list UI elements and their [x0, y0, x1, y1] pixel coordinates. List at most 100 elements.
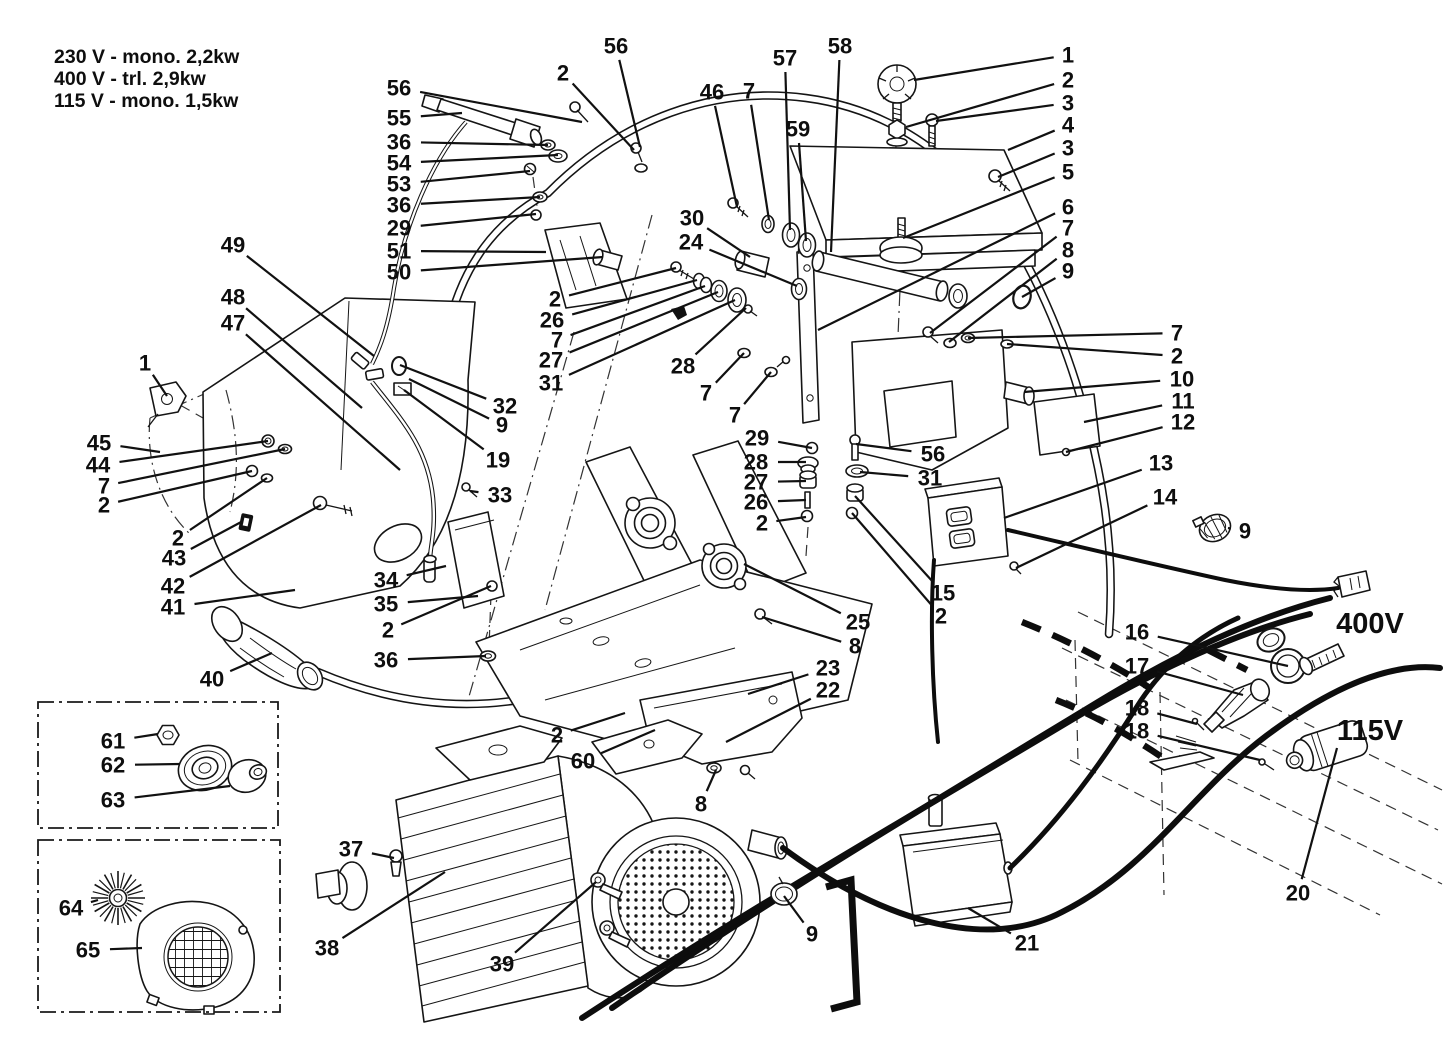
blade-guard-panel	[147, 297, 476, 609]
callout-label: 29	[745, 426, 769, 451]
handle-grip	[210, 605, 324, 691]
leader-line	[400, 584, 492, 626]
leader-line	[420, 153, 559, 163]
leader-line	[419, 90, 583, 124]
leader-line	[341, 871, 446, 939]
leader-line	[776, 515, 807, 523]
leader-line	[855, 442, 912, 453]
callout-label: 6	[1062, 195, 1074, 220]
bearing-flange-25a	[624, 496, 678, 551]
callout-label: 29	[387, 216, 411, 241]
callout-label: 17	[1125, 654, 1149, 679]
callout-label: 2	[382, 618, 394, 643]
callout-label: 12	[1171, 410, 1195, 435]
leader-line	[713, 105, 739, 208]
leader-line	[706, 227, 751, 258]
leader-line	[371, 852, 395, 860]
lever-cluster	[370, 94, 648, 365]
callout-label: 20	[1286, 881, 1310, 906]
washer-8b	[706, 762, 722, 774]
callout-label: 34	[374, 568, 399, 593]
callout-label: 60	[571, 749, 595, 774]
leader-line	[189, 504, 322, 578]
leader-line	[1156, 670, 1244, 697]
callout-label: 56	[387, 76, 411, 101]
clamp-9b	[1192, 513, 1232, 543]
callout-label: 59	[786, 117, 810, 142]
fan-blade-edge	[126, 902, 142, 913]
fan-blade-edge	[98, 879, 112, 892]
callout-label: 24	[679, 230, 704, 255]
leader-line	[569, 290, 719, 354]
callout-label: 43	[162, 546, 186, 571]
leader-line	[407, 654, 487, 661]
leader-line	[902, 176, 1056, 240]
callout-label: 7	[1171, 321, 1183, 346]
leader-line	[469, 489, 479, 494]
motor	[315, 719, 788, 1023]
fan-blade-edge	[126, 883, 142, 894]
callout-label: 35	[374, 592, 398, 617]
clamp-9c	[770, 876, 798, 906]
top-tray-assembly	[789, 64, 1043, 274]
leader-line	[194, 588, 296, 606]
callout-label: 25	[846, 610, 870, 635]
leader-line	[600, 728, 656, 755]
bearing-59	[797, 232, 817, 258]
leader-line	[967, 332, 1163, 340]
leader-line	[859, 470, 909, 478]
bearing-57	[781, 222, 801, 248]
leader-line	[1300, 747, 1339, 880]
callout-label: 7	[1062, 216, 1074, 241]
callout-label: 3	[1062, 91, 1074, 116]
callout-label: 50	[387, 260, 411, 285]
power-cables	[579, 528, 1443, 1021]
callout-label: 2	[1062, 68, 1074, 93]
callout-label: 56	[921, 442, 945, 467]
callout-label: 22	[816, 678, 840, 703]
nut-61	[156, 724, 180, 746]
leader-line	[151, 374, 168, 397]
callout-label: 4	[1062, 113, 1075, 138]
fan-blade-edge	[103, 874, 114, 890]
callout-label: 36	[387, 193, 411, 218]
callout-label: 9	[496, 413, 508, 438]
leader-line	[570, 711, 626, 732]
leader-line	[403, 389, 485, 451]
switch-box	[924, 477, 1022, 575]
leader-line	[929, 235, 1058, 334]
callout-label: 1	[1062, 43, 1074, 68]
leader-line	[777, 498, 807, 503]
connectors	[1149, 627, 1369, 772]
callout-label: 7	[700, 381, 712, 406]
callout-label: 27	[744, 470, 768, 495]
leader-line	[120, 445, 161, 454]
callout-label: 9	[806, 922, 818, 947]
callout-label: 39	[490, 952, 514, 977]
leader-line	[1083, 404, 1163, 424]
callout-label: 65	[76, 938, 100, 963]
leader-line	[1006, 342, 1163, 357]
fan-blade-edge	[119, 872, 125, 889]
leader-line	[117, 447, 286, 485]
fan-blade-edge	[124, 878, 137, 892]
leader-line	[246, 255, 375, 357]
knob-1	[877, 64, 917, 122]
callout-label: 53	[387, 172, 411, 197]
callout-label: 2	[557, 61, 569, 86]
callout-label: 18	[1125, 696, 1149, 721]
callout-label: 54	[387, 151, 412, 176]
leader-line	[420, 169, 531, 183]
leader-line	[189, 477, 268, 531]
socket-16	[1256, 627, 1345, 684]
leader-line	[705, 769, 718, 792]
callout-label: 30	[680, 206, 704, 231]
fan-blade-edge	[111, 907, 117, 924]
callout-label: 7	[551, 328, 563, 353]
leader-line	[967, 907, 1012, 935]
leader-line	[1023, 379, 1161, 394]
side-bracket	[851, 326, 1101, 471]
leader-line	[1015, 504, 1148, 569]
